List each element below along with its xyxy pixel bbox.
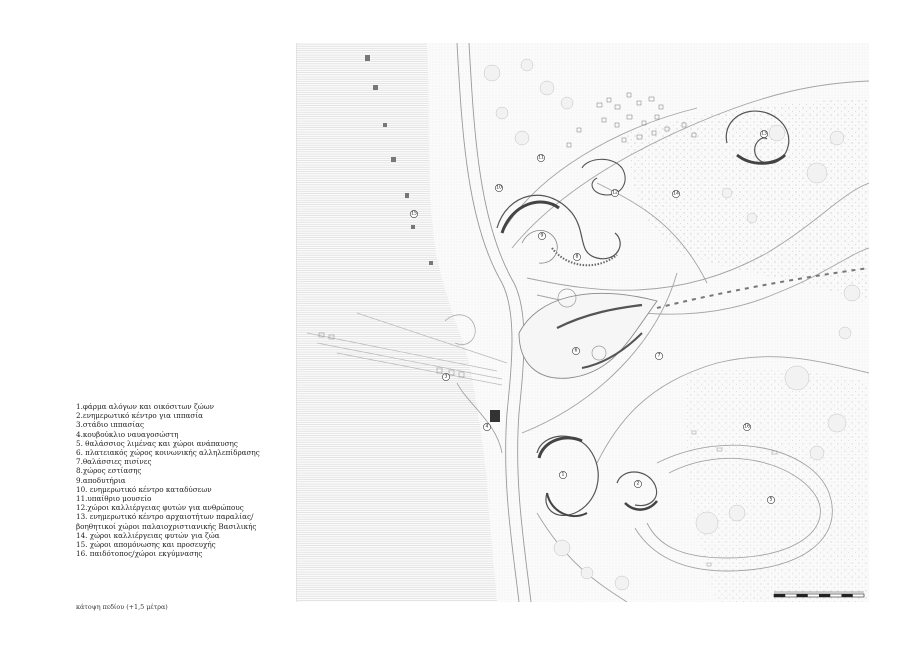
legend-item: 15. χώροι απομόνωσης και προσευχής bbox=[76, 540, 216, 550]
lifeguard-booth bbox=[490, 410, 500, 422]
legend-item: 13. ενημερωτικό κέντρο αρχαιοτήτων παραλ… bbox=[76, 512, 254, 522]
svg-text:6: 6 bbox=[575, 348, 578, 354]
legend-item: 9.αποδυτήρια bbox=[76, 475, 126, 485]
svg-text:10: 10 bbox=[496, 185, 502, 191]
scale-segment bbox=[841, 594, 853, 597]
plan-caption: κάτοψη πεδίου (+1,5 μέτρα) bbox=[76, 603, 168, 611]
legend-item: βοηθητικοί χώροι παλαιοχριστιανικής Βασι… bbox=[76, 521, 257, 531]
plan-marker-9: 9 bbox=[538, 232, 546, 240]
svg-text:5: 5 bbox=[770, 497, 773, 503]
sea-area bbox=[297, 43, 497, 602]
legend-item: 8.χώρος εστίασης bbox=[76, 466, 142, 476]
legend-item: 14. χώροι καλλιέργειας φυτών για ζώα bbox=[76, 530, 220, 540]
svg-text:3: 3 bbox=[445, 374, 448, 380]
scale-segment bbox=[796, 594, 808, 597]
structure-2-lower bbox=[616, 471, 658, 507]
plan-marker-16: 16 bbox=[743, 423, 751, 431]
scale-segment bbox=[819, 594, 831, 597]
svg-text:14: 14 bbox=[673, 191, 679, 197]
cultivation-field bbox=[684, 368, 869, 602]
svg-text:12: 12 bbox=[612, 190, 618, 196]
legend-item: 11.υπαίθριο μουσείο bbox=[76, 494, 152, 504]
legend-item: 6. πλατειακός χώρος κοινωνικής αλληλεπίδ… bbox=[76, 448, 260, 458]
legend-item: 2.ενημερωτικό κέντρο για ιππασία bbox=[76, 411, 203, 421]
legend-item: 10. ενημερωτικό κέντρο καταδύσεων bbox=[76, 484, 212, 494]
structure-2 bbox=[581, 158, 626, 196]
svg-text:8: 8 bbox=[576, 254, 579, 260]
legend-item: 16. παιδότοπος/χώροι εκγύμνασης bbox=[76, 549, 203, 559]
legend-item: 1.φάρμα αλόγων και οικόσιτων ζώων bbox=[76, 402, 214, 411]
plan-marker-7: 7 bbox=[655, 352, 663, 360]
legend-item: 7.θαλάσσιες πισίνες bbox=[76, 457, 152, 467]
svg-text:4: 4 bbox=[486, 424, 489, 430]
plan-marker-12: 12 bbox=[611, 189, 619, 197]
legend-item: 12.χώροι καλλιέργειας φυτών για ανθρώπου… bbox=[76, 503, 244, 513]
svg-text:15: 15 bbox=[411, 211, 417, 217]
plan-marker-6: 6 bbox=[572, 347, 580, 355]
svg-text:7: 7 bbox=[658, 353, 661, 359]
legend-item: 5. θαλάσσιος λιμένας και χώροι ανάπαυσης bbox=[76, 438, 238, 448]
plan-marker-5: 5 bbox=[767, 496, 775, 504]
svg-text:11: 11 bbox=[538, 155, 544, 161]
scale-bar bbox=[773, 591, 865, 598]
plan-marker-8: 8 bbox=[573, 253, 581, 261]
plan-marker-4: 4 bbox=[483, 423, 491, 431]
plan-marker-13: 13 bbox=[760, 130, 768, 138]
scale-segment bbox=[774, 594, 786, 597]
svg-text:13: 13 bbox=[761, 131, 767, 137]
plan-marker-2: 2 bbox=[634, 480, 642, 488]
svg-text:1: 1 bbox=[562, 472, 565, 478]
structure-9 bbox=[496, 194, 621, 260]
plan-marker-10: 10 bbox=[495, 184, 503, 192]
svg-text:2: 2 bbox=[637, 481, 640, 487]
plan-marker-14: 14 bbox=[672, 190, 680, 198]
plan-marker-11: 11 bbox=[537, 154, 545, 162]
legend-item: 3.στάδιο ιππασίας bbox=[76, 420, 145, 430]
leaf-plaza bbox=[518, 292, 658, 379]
plan-marker-15: 15 bbox=[410, 210, 418, 218]
plan-marker-3: 3 bbox=[442, 373, 450, 381]
structure-1 bbox=[536, 435, 599, 516]
svg-text:16: 16 bbox=[744, 424, 750, 430]
plan-marker-1: 1 bbox=[559, 471, 567, 479]
legend-item: 4.κουβούκλιο ναυαγοσώστη bbox=[76, 429, 179, 439]
svg-text:9: 9 bbox=[541, 233, 544, 239]
